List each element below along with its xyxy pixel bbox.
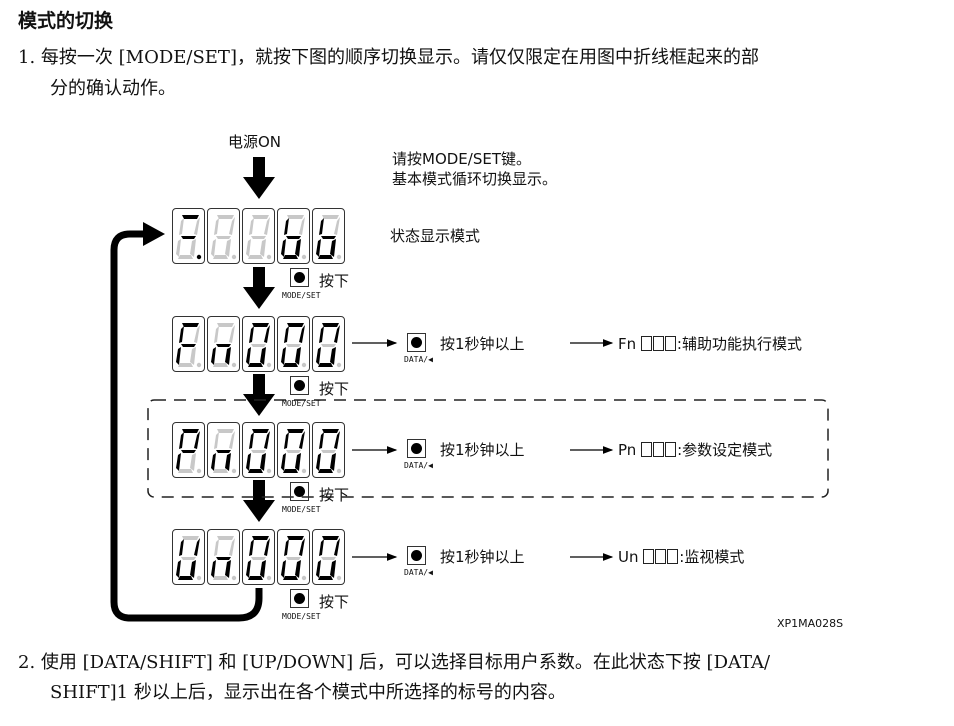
button-dot-icon xyxy=(411,550,422,561)
display-digit xyxy=(242,316,275,372)
press-label: 按下 xyxy=(319,486,350,504)
mode-set-button[interactable] xyxy=(290,482,309,501)
display-digit xyxy=(312,529,345,585)
mode-description: Pn :参数设定模式 xyxy=(618,439,772,460)
button-dot-icon xyxy=(411,443,422,454)
display-digit xyxy=(312,316,345,372)
mode-set-label: MODE/SET xyxy=(282,612,321,621)
display-digit xyxy=(207,208,240,264)
mode-desc: :参数设定模式 xyxy=(677,441,773,459)
note-line-2: 基本模式循环切换显示。 xyxy=(392,170,558,188)
mode-description: Fn :辅助功能执行模式 xyxy=(618,333,802,354)
data-shift-button[interactable] xyxy=(407,439,426,458)
hold-label: 按1秒钟以上 xyxy=(440,441,525,459)
segment-display xyxy=(172,316,345,372)
paragraph-2-line-1: 2. 使用 [DATA/SHIFT] 和 [UP/DOWN] 后，可以选择目标用… xyxy=(18,652,771,673)
segment-display xyxy=(172,529,345,585)
segment-display xyxy=(172,208,345,264)
display-digit xyxy=(207,529,240,585)
section-heading: 模式的切换 xyxy=(18,10,114,32)
display-digit xyxy=(277,316,310,372)
button-dot-icon xyxy=(294,380,305,391)
figure-id: XP1MA028S xyxy=(777,617,844,630)
button-dot-icon xyxy=(411,337,422,348)
paragraph-1-line-1: 1. 每按一次 [MODE/SET]，就按下图的顺序切换显示。请仅仅限定在用图中… xyxy=(18,47,759,68)
display-digit xyxy=(172,422,205,478)
display-digit xyxy=(242,208,275,264)
mode-desc: :监视模式 xyxy=(679,548,745,566)
display-digit xyxy=(242,422,275,478)
mode-description: Un :监视模式 xyxy=(618,546,744,567)
paragraph-2-line-2: SHIFT]1 秒以上后，显示出在各个模式中所选择的标号的内容。 xyxy=(50,682,566,703)
display-digit xyxy=(207,316,240,372)
mode-set-button[interactable] xyxy=(290,268,309,287)
press-label: 按下 xyxy=(319,380,350,398)
display-digit xyxy=(172,529,205,585)
dashed-frame xyxy=(147,399,829,498)
button-dot-icon xyxy=(294,486,305,497)
loop-arrow xyxy=(110,230,263,622)
mode-prefix: Fn xyxy=(618,335,637,353)
press-label: 按下 xyxy=(319,593,350,611)
data-shift-label: DATA/◀ xyxy=(404,568,433,577)
display-digit xyxy=(242,529,275,585)
display-digit xyxy=(207,422,240,478)
display-digit xyxy=(172,208,205,264)
mode-set-label: MODE/SET xyxy=(282,505,321,514)
power-on-label: 电源ON xyxy=(228,133,282,151)
button-dot-icon xyxy=(294,272,305,283)
display-digit xyxy=(172,316,205,372)
mode-prefix: Un xyxy=(618,548,639,566)
mode-desc: :辅助功能执行模式 xyxy=(676,335,802,353)
segment-display xyxy=(172,422,345,478)
display-digit xyxy=(312,208,345,264)
mode-set-button[interactable] xyxy=(290,589,309,608)
display-digit xyxy=(277,208,310,264)
mode-set-label: MODE/SET xyxy=(282,399,321,408)
display-digit xyxy=(312,422,345,478)
mode-set-button[interactable] xyxy=(290,376,309,395)
mode-prefix: Pn xyxy=(618,441,637,459)
down-arrows xyxy=(243,157,275,522)
press-label: 按下 xyxy=(319,272,350,290)
status-mode-label: 状态显示模式 xyxy=(390,227,481,245)
button-dot-icon xyxy=(294,593,305,604)
note-line-1: 请按MODE/SET键。 xyxy=(392,150,531,168)
display-digit xyxy=(277,422,310,478)
data-shift-button[interactable] xyxy=(407,333,426,352)
data-shift-label: DATA/◀ xyxy=(404,461,433,470)
paragraph-1-line-2: 分的确认动作。 xyxy=(50,78,176,99)
mode-set-label: MODE/SET xyxy=(282,291,321,300)
data-shift-button[interactable] xyxy=(407,546,426,565)
hold-label: 按1秒钟以上 xyxy=(440,548,525,566)
display-digit xyxy=(277,529,310,585)
data-shift-label: DATA/◀ xyxy=(404,355,433,364)
hold-label: 按1秒钟以上 xyxy=(440,335,525,353)
